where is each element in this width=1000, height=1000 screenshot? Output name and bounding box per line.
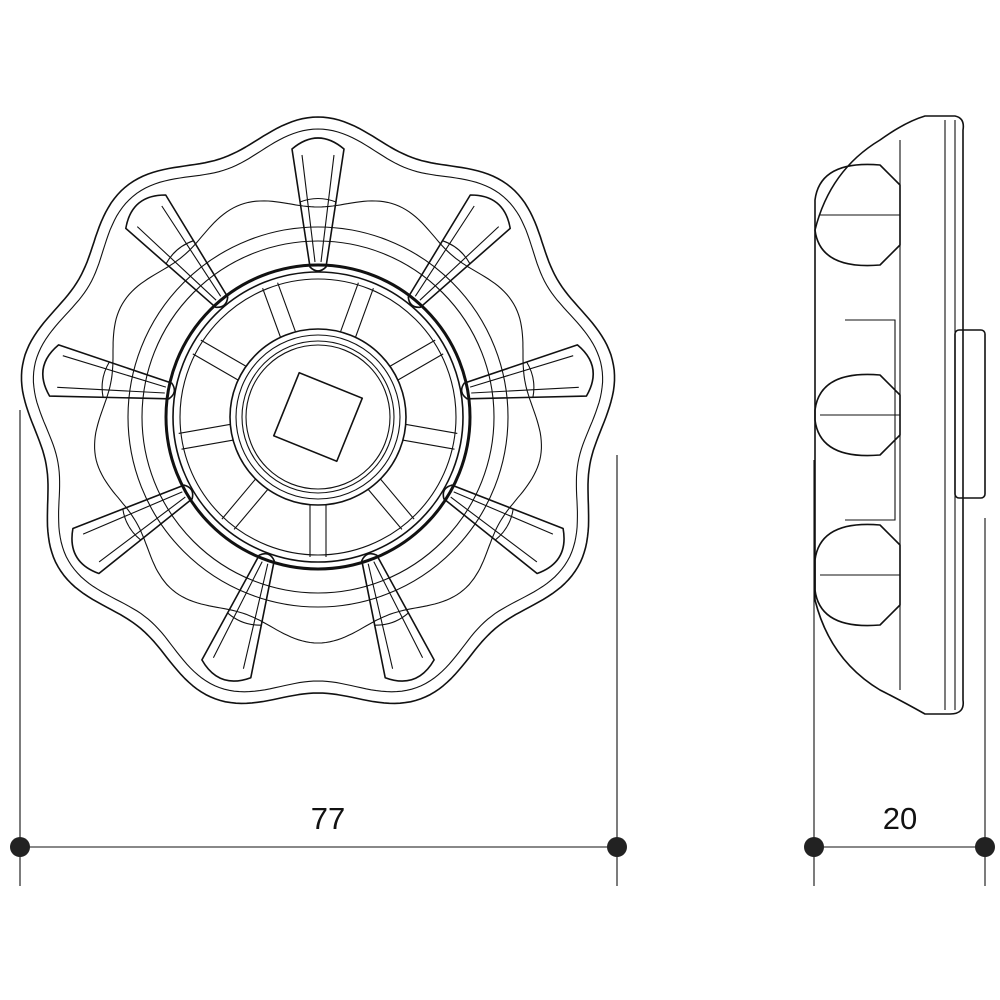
spoke-ridge — [136, 205, 222, 301]
spoke-band — [299, 197, 337, 203]
spoke-outline — [201, 552, 275, 682]
hub-rib — [340, 282, 374, 338]
hub-ring — [241, 340, 395, 494]
side-plate-edges — [899, 120, 956, 710]
side-view-handwheel — [814, 115, 986, 715]
spoke — [361, 552, 435, 682]
dimension-dot — [804, 837, 824, 857]
spoke-band — [122, 508, 142, 541]
hub-rib — [403, 423, 458, 450]
side-lobe — [814, 523, 901, 627]
spoke-outline — [125, 194, 229, 309]
hub-ring — [229, 328, 407, 506]
diameter-dimension: 77 — [10, 410, 627, 886]
hub-ring — [235, 334, 401, 500]
side-boss — [954, 329, 986, 499]
spoke — [442, 484, 565, 575]
spoke-band — [526, 361, 535, 398]
ring — [179, 278, 457, 556]
spoke-band — [374, 612, 409, 626]
hub-rib — [221, 478, 269, 530]
spoke-ridge — [212, 561, 269, 669]
side-outline — [814, 115, 965, 715]
dimension-dot — [607, 837, 627, 857]
square-bore — [272, 371, 364, 463]
side-hub — [845, 319, 896, 521]
spoke-outline — [407, 194, 511, 309]
ring — [164, 263, 472, 571]
diameter-label: 77 — [311, 801, 345, 836]
spoke — [407, 194, 511, 309]
spoke-ridge — [367, 561, 424, 669]
spoke — [71, 484, 194, 575]
ring — [172, 271, 464, 563]
spoke-band — [227, 612, 262, 626]
spoke-outline — [460, 344, 594, 400]
ring — [127, 226, 509, 608]
spoke — [125, 194, 229, 309]
hub-rib — [262, 282, 296, 338]
hub-rib — [178, 423, 233, 450]
hub-ring — [245, 344, 391, 490]
spoke-band — [494, 508, 514, 541]
spoke-outline — [442, 484, 565, 575]
spoke-outline — [291, 137, 345, 272]
spoke — [291, 137, 345, 272]
hub-rib — [389, 339, 444, 381]
outer-contour — [20, 116, 616, 705]
dimension-dot — [10, 837, 30, 857]
spoke-outline — [361, 552, 435, 682]
front-view-handwheel — [20, 116, 616, 705]
spoke-band — [101, 361, 110, 398]
spoke-band — [165, 240, 194, 265]
side-lobe — [814, 373, 901, 457]
spoke-band — [442, 240, 471, 265]
rim-groove — [94, 200, 542, 644]
spoke-ridge — [450, 491, 554, 563]
spoke-ridge — [82, 491, 186, 563]
outer-contour-inner-edge — [32, 128, 604, 693]
ring — [141, 240, 495, 594]
spoke — [460, 344, 594, 400]
hub-rib — [367, 478, 415, 530]
spoke — [42, 344, 176, 400]
spoke-ridge — [469, 355, 579, 394]
hub-rib — [192, 339, 247, 381]
dimension-dot — [975, 837, 995, 857]
spoke-ridge — [301, 154, 335, 263]
spoke-ridge — [57, 355, 167, 394]
spoke-outline — [71, 484, 194, 575]
side-lobe — [814, 163, 901, 267]
spoke-ridge — [414, 205, 500, 301]
height-dimension: 20 — [804, 460, 995, 886]
hub-rib — [309, 505, 327, 557]
spoke — [201, 552, 275, 682]
height-label: 20 — [883, 801, 917, 836]
spoke-outline — [42, 344, 176, 400]
